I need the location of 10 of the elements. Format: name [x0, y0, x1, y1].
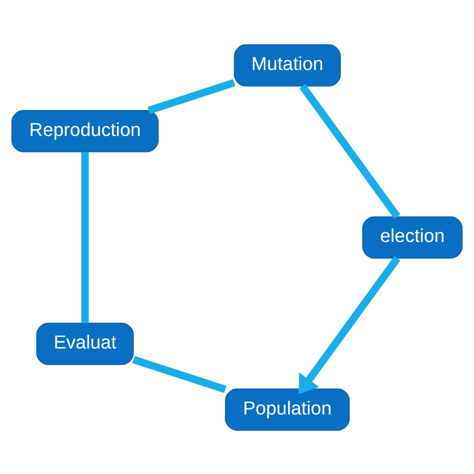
node-box: Population: [224, 388, 350, 430]
node-box: Evaluat: [36, 322, 134, 364]
connector: [148, 78, 236, 114]
node-box: Reproduction: [11, 110, 159, 152]
node-box: Mutation: [234, 44, 341, 86]
connector: [132, 356, 226, 392]
node-box: election: [362, 216, 463, 258]
arrow: [298, 256, 400, 394]
connector: [299, 83, 400, 218]
connector: [81, 152, 89, 323]
